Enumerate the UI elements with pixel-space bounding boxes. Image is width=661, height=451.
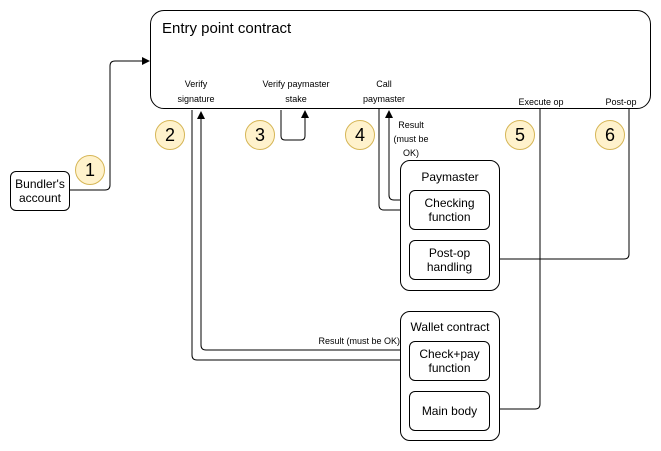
entry-point-title: Entry point contract (162, 20, 292, 37)
verify-paymaster-stake-label: Verify paymaster stake (262, 79, 330, 104)
step-5-badge: 5 (505, 120, 535, 150)
check-pay-function: Check+pay function (409, 341, 490, 381)
result-paymaster-label: Result (must be OK) (393, 120, 429, 158)
main-body: Main body (409, 391, 490, 431)
arrow-stake-loop (280, 110, 309, 141)
verify-signature-label: Verify signature (177, 79, 215, 104)
step-3-badge: 3 (245, 120, 275, 150)
checking-function: Checking function (409, 190, 490, 230)
call-paymaster-label: Call paymaster (362, 79, 406, 104)
step-1-badge: 1 (75, 155, 105, 185)
arrow-wallet-result (197, 111, 408, 351)
bundlers-account: Bundler's account (10, 171, 70, 211)
entry-point-contract: Entry point contract Verify signature Ve… (150, 10, 651, 109)
arrow-execute-to-main (490, 109, 541, 413)
execute-op-label: Execute op (518, 97, 564, 107)
arrow-verify-to-checkpay (191, 110, 409, 364)
result-wallet-label: Result (must be OK) (318, 336, 400, 346)
arrow-bundler-to-entry (70, 57, 150, 191)
post-op-label: Post-op (605, 97, 637, 107)
step-2-badge: 2 (155, 120, 185, 150)
post-op-handling: Post-op handling (409, 240, 490, 280)
arrow-checking-result (385, 110, 408, 201)
arrow-postop-to-handling (490, 109, 630, 263)
step-6-badge: 6 (595, 120, 625, 150)
wallet-contract-title: Wallet contract (410, 320, 490, 334)
paymaster-title: Paymaster (421, 170, 479, 184)
step-4-badge: 4 (345, 120, 375, 150)
arrow-call-to-checking (378, 105, 409, 214)
